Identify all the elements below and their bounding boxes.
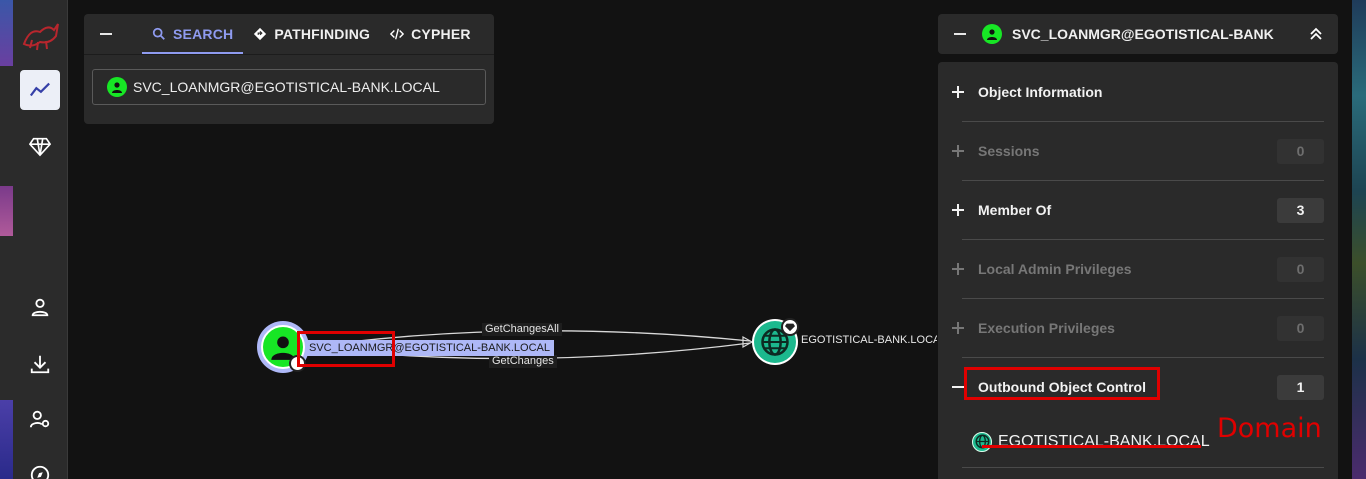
graph-icon[interactable] — [20, 70, 60, 110]
count-badge: 0 — [1277, 138, 1324, 164]
collapse-entity-button[interactable] — [938, 14, 982, 54]
user-icon[interactable] — [20, 287, 60, 327]
globe-icon — [761, 328, 789, 356]
background-art — [0, 400, 13, 479]
gem-icon — [781, 318, 799, 336]
edge-label[interactable]: GetChanges — [489, 355, 557, 368]
domain-node-label[interactable]: EGOTISTICAL-BANK.LOCAL — [801, 334, 937, 346]
entity-header: SVC_LOANMGR@EGOTISTICAL-BANK.LOCAL — [938, 14, 1338, 54]
chevron-up-icon[interactable] — [1308, 26, 1324, 42]
background-art — [0, 186, 13, 236]
domain-node[interactable] — [752, 318, 799, 365]
compass-icon[interactable] — [20, 455, 60, 479]
section-outbound-object-control[interactable]: Outbound Object Control 1 — [952, 357, 1324, 416]
entity-title: SVC_LOANMGR@EGOTISTICAL-BANK.LOCAL — [1012, 26, 1274, 42]
gem-icon[interactable] — [20, 126, 60, 166]
tab-cypher[interactable]: CYPHER — [380, 14, 481, 54]
background-art — [1352, 0, 1366, 479]
tab-pathfinding[interactable]: PATHFINDING — [243, 14, 380, 54]
count-badge: 1 — [1277, 374, 1324, 400]
annotation-underline — [982, 445, 1201, 448]
background-art — [0, 0, 13, 66]
user-icon — [982, 24, 1002, 44]
user-settings-icon[interactable] — [20, 399, 60, 439]
search-input-value: SVC_LOANMGR@EGOTISTICAL-BANK.LOCAL — [133, 79, 440, 95]
logo-icon — [20, 14, 60, 54]
expand-icon — [952, 204, 964, 216]
diamond-route-icon — [254, 27, 267, 41]
search-input[interactable]: SVC_LOANMGR@EGOTISTICAL-BANK.LOCAL — [92, 69, 486, 105]
edge-arrowhead — [742, 335, 754, 349]
entity-sections: Object Information Sessions 0 Member Of … — [938, 62, 1338, 479]
search-icon — [152, 27, 165, 40]
highlight-box — [297, 331, 395, 367]
count-badge: 0 — [1277, 256, 1324, 282]
count-badge: 0 — [1277, 315, 1324, 341]
collapse-search-button[interactable] — [84, 14, 128, 54]
expand-icon — [952, 263, 964, 275]
section-object-information[interactable]: Object Information — [952, 62, 1324, 121]
expand-icon — [952, 85, 964, 98]
search-panel: SEARCH PATHFINDING CYPHER SVC_LOANMGR@EG… — [84, 14, 494, 124]
expand-icon — [952, 322, 964, 334]
expand-icon — [952, 145, 964, 157]
annotation-label: Domain — [1217, 413, 1322, 444]
search-tabs: SEARCH PATHFINDING CYPHER — [84, 14, 494, 54]
user-icon — [107, 77, 127, 97]
count-badge: 3 — [1277, 197, 1324, 223]
user-icon — [271, 336, 295, 360]
section-local-admin-privileges[interactable]: Local Admin Privileges 0 — [952, 239, 1324, 298]
globe-icon — [972, 431, 992, 452]
search-body: SVC_LOANMGR@EGOTISTICAL-BANK.LOCAL — [84, 54, 494, 124]
collapse-icon — [952, 381, 964, 393]
user-node[interactable] — [257, 321, 309, 373]
download-icon[interactable] — [20, 344, 60, 384]
section-sessions[interactable]: Sessions 0 — [952, 121, 1324, 180]
code-icon — [390, 28, 405, 40]
section-member-of[interactable]: Member Of 3 — [952, 180, 1324, 239]
entity-panel: SVC_LOANMGR@EGOTISTICAL-BANK.LOCAL Objec… — [938, 14, 1338, 479]
edge-label[interactable]: GetChangesAll — [482, 323, 562, 336]
highlight-box — [964, 367, 1160, 400]
tab-search[interactable]: SEARCH — [142, 14, 244, 54]
nav-rail — [0, 0, 68, 479]
user-node-label[interactable]: SVC_LOANMGR@EGOTISTICAL-BANK.LOCAL — [305, 340, 555, 356]
section-execution-privileges[interactable]: Execution Privileges 0 — [952, 298, 1324, 357]
